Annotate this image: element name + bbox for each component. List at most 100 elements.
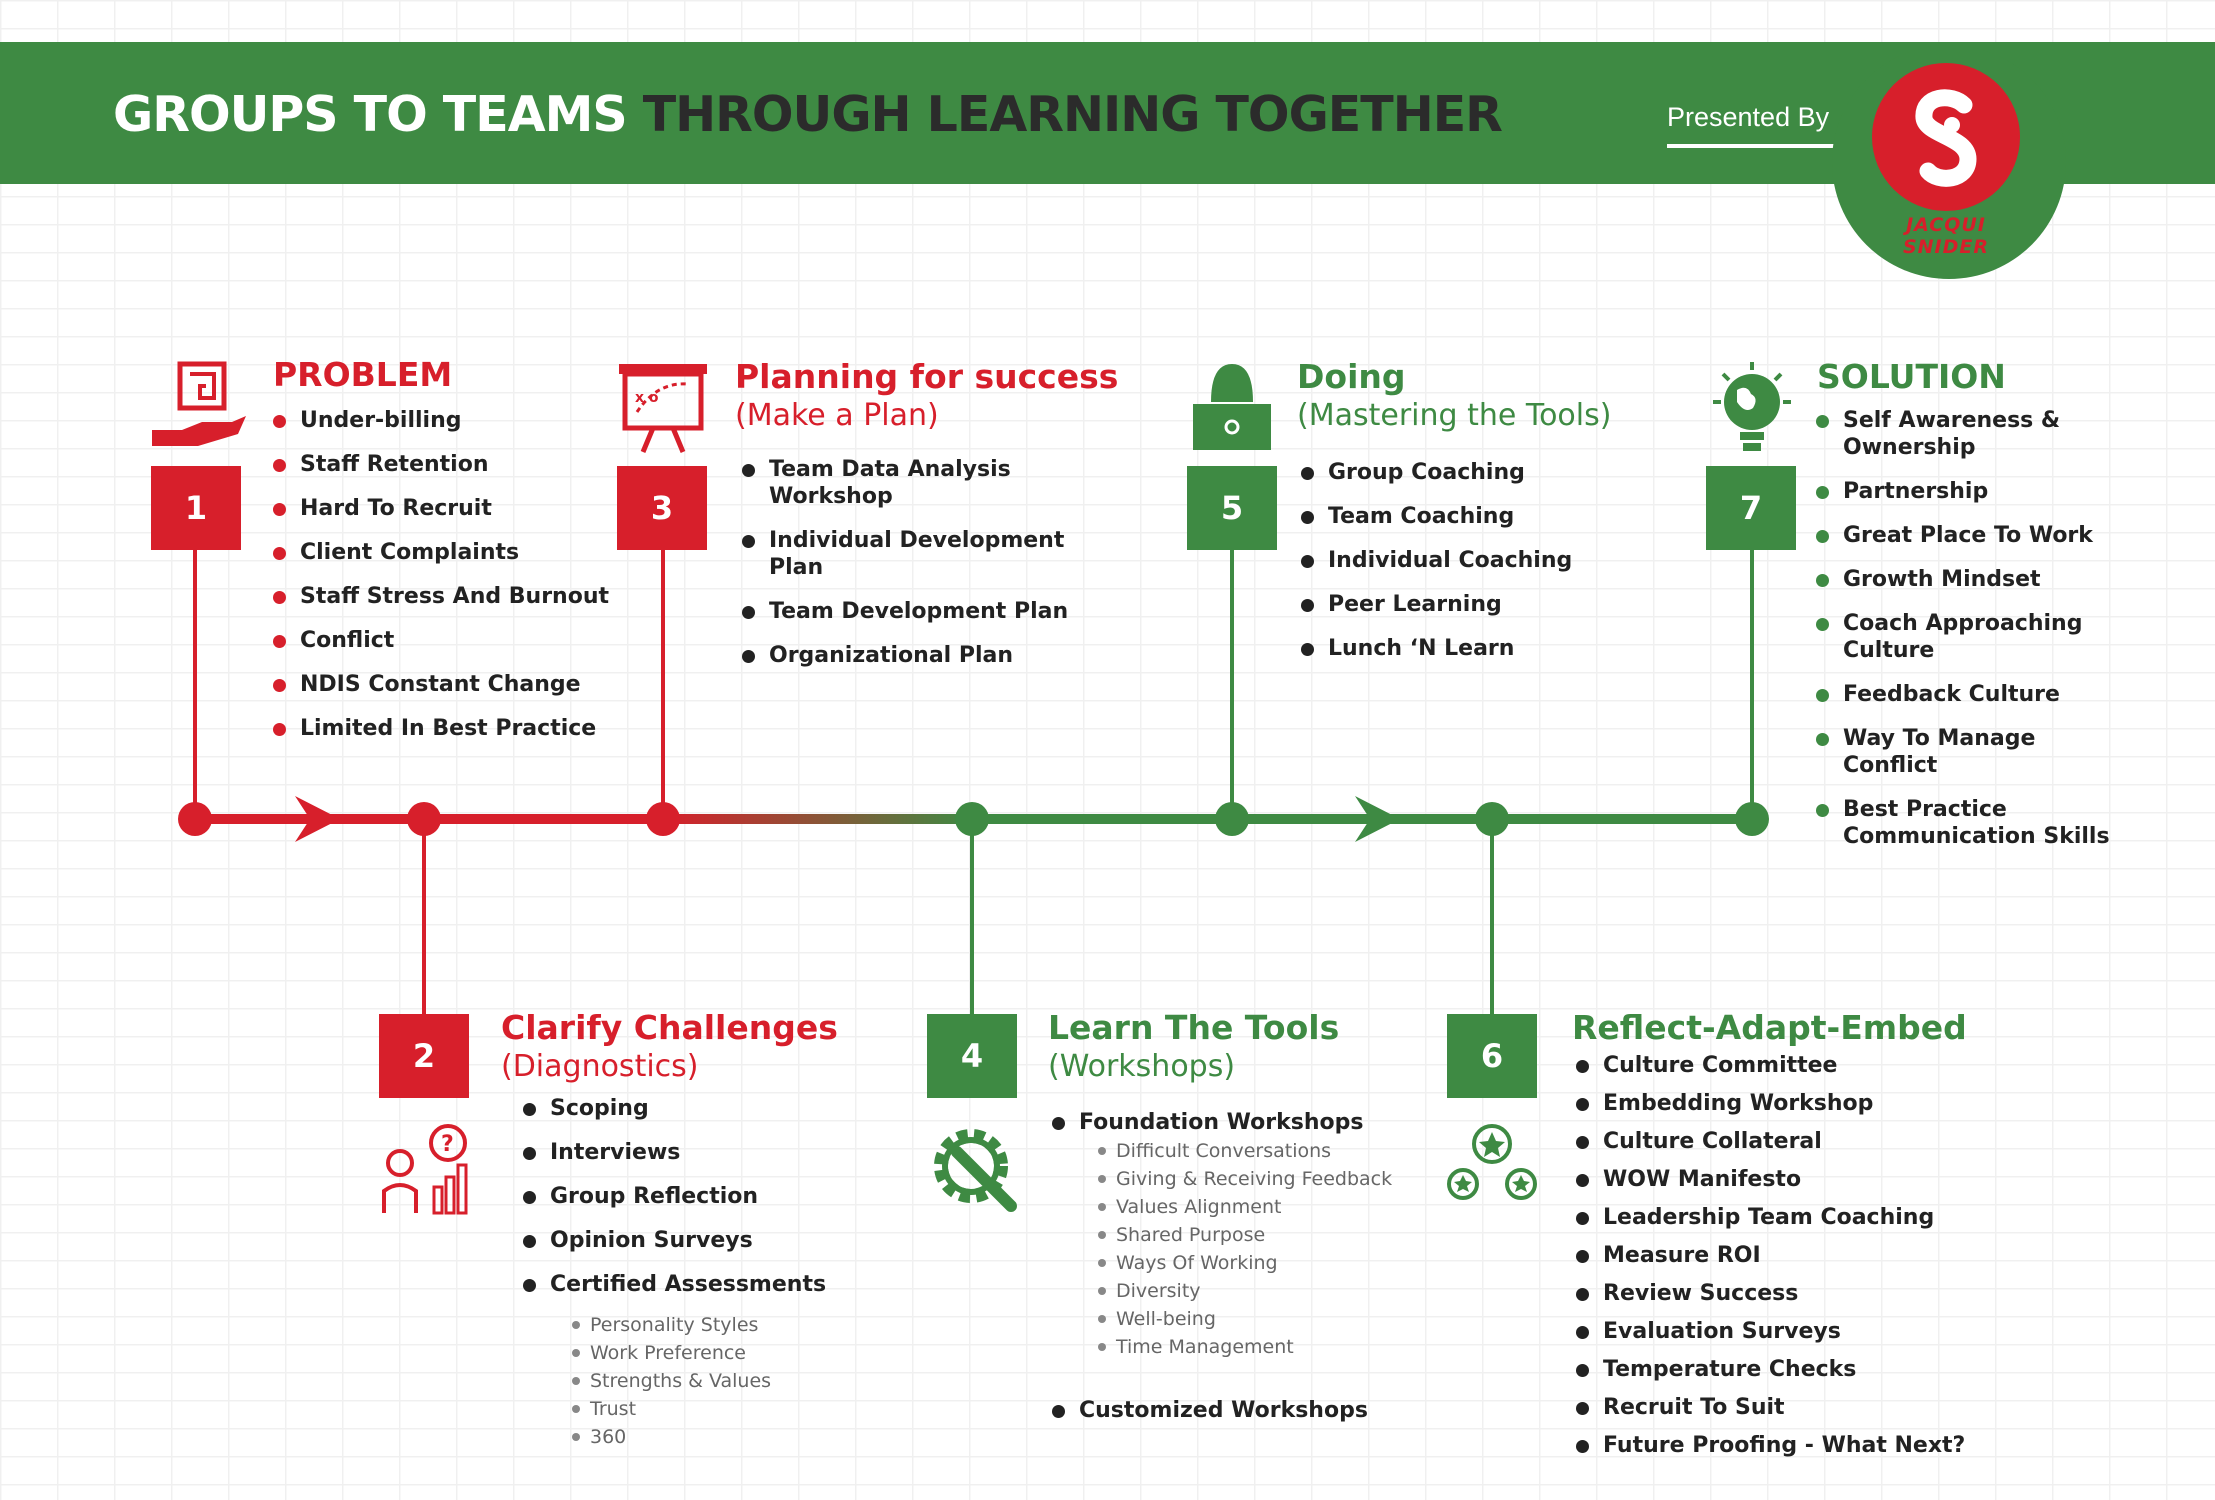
step-7-box: 7 <box>1706 466 1796 550</box>
list-item: Ways Of Working <box>1098 1249 1438 1277</box>
list-item: Staff Stress And Burnout <box>273 583 633 610</box>
step-5-box: 5 <box>1187 466 1277 550</box>
person-laptop-icon <box>1185 362 1279 454</box>
node-3 <box>646 802 680 836</box>
stem-2 <box>422 819 426 1014</box>
strategy-board-icon: x o <box>617 362 709 454</box>
list-item: Group Reflection <box>523 1183 903 1210</box>
list-item: Group Coaching <box>1301 459 1631 486</box>
timeline-green-segment <box>972 814 1752 824</box>
maze-hand-icon <box>150 360 250 452</box>
step-1-title: PROBLEM <box>273 355 453 394</box>
list-item: Trust <box>572 1395 872 1423</box>
node-5 <box>1215 802 1249 836</box>
step-6-title: Reflect-Adapt-Embed <box>1572 1008 1967 1047</box>
list-item: Scoping <box>523 1095 903 1122</box>
node-1 <box>178 802 212 836</box>
arrow-icon <box>295 796 340 842</box>
list-item: Measure ROI <box>1576 1242 1996 1269</box>
title-part-1: GROUPS TO TEAMS <box>113 86 628 143</box>
list-item: Interviews <box>523 1139 903 1166</box>
step-4-box: 4 <box>927 1014 1017 1098</box>
node-2 <box>407 802 441 836</box>
list-item: Customized Workshops <box>1052 1397 1432 1424</box>
list-item: Shared Purpose <box>1098 1221 1438 1249</box>
stem-7 <box>1750 548 1754 819</box>
step-4-subtitle: (Workshops) <box>1048 1049 1236 1084</box>
list-item: Individual Development Plan <box>742 527 1072 581</box>
logo-name: JACQUI SNIDER <box>1902 214 1990 258</box>
list-item: Leadership Team Coaching <box>1576 1204 1996 1231</box>
step-3-subtitle: (Make a Plan) <box>735 398 939 433</box>
list-item: Embedding Workshop <box>1576 1090 1996 1117</box>
gear-wrench-icon <box>927 1122 1021 1216</box>
step-7-title: SOLUTION <box>1817 357 2006 396</box>
list-item: 360 <box>572 1423 872 1451</box>
list-item: Values Alignment <box>1098 1193 1438 1221</box>
list-item: Organizational Plan <box>742 642 1072 669</box>
list-item: Self Awareness & Ownership <box>1816 407 2136 461</box>
list-item: Culture Committee <box>1576 1052 1996 1079</box>
list-item: WOW Manifesto <box>1576 1166 1996 1193</box>
list-item: Peer Learning <box>1301 591 1631 618</box>
step-3-title: Planning for success <box>735 357 1119 396</box>
step-2-title: Clarify Challenges <box>501 1008 838 1047</box>
lightbulb-globe-icon <box>1707 360 1797 456</box>
presented-by: Presented By <box>1667 102 1830 132</box>
stem-1 <box>193 548 197 819</box>
list-item: Staff Retention <box>273 451 633 478</box>
svg-text:x o: x o <box>635 390 659 406</box>
list-item: Conflict <box>273 627 633 654</box>
list-item: Well-being <box>1098 1305 1438 1333</box>
list-item: Partnership <box>1816 478 2136 505</box>
list-item: Hard To Recruit <box>273 495 633 522</box>
node-6 <box>1475 802 1509 836</box>
list-item: Team Coaching <box>1301 503 1631 530</box>
diagnostics-icon: ? <box>378 1123 472 1215</box>
list-item: NDIS Constant Change <box>273 671 633 698</box>
logo-icon <box>1872 63 2020 211</box>
arrow-icon <box>1355 796 1400 842</box>
list-item: Opinion Surveys <box>523 1227 903 1254</box>
stem-5 <box>1230 548 1234 819</box>
list-item: Temperature Checks <box>1576 1356 1996 1383</box>
node-7 <box>1735 802 1769 836</box>
step-5-subtitle: (Mastering the Tools) <box>1297 398 1612 433</box>
page-title: GROUPS TO TEAMS THROUGH LEARNING TOGETHE… <box>113 86 1503 143</box>
list-item: Personality Styles <box>572 1311 872 1339</box>
list-item: Under-billing <box>273 407 633 434</box>
list-item: Culture Collateral <box>1576 1128 1996 1155</box>
step-2-subtitle: (Diagnostics) <box>501 1049 699 1084</box>
list-item: Limited In Best Practice <box>273 715 633 742</box>
star-cycle-icon <box>1445 1122 1539 1204</box>
stem-3 <box>661 548 665 819</box>
step-6-box: 6 <box>1447 1014 1537 1098</box>
list-item: Best Practice Communication Skills <box>1816 796 2136 850</box>
list-item: Strengths & Values <box>572 1367 872 1395</box>
title-part-2: THROUGH LEARNING TOGETHER <box>642 86 1503 143</box>
step-3-box: 3 <box>617 466 707 550</box>
timeline-gradient-segment <box>663 814 972 824</box>
list-item: Giving & Receiving Feedback <box>1098 1165 1438 1193</box>
step-1-box: 1 <box>151 466 241 550</box>
step-4-title: Learn The Tools <box>1048 1008 1340 1047</box>
stem-6 <box>1490 819 1494 1014</box>
step-5-title: Doing <box>1297 357 1406 396</box>
presented-underline <box>1667 144 1839 148</box>
list-item: Certified Assessments <box>523 1271 903 1298</box>
node-4 <box>955 802 989 836</box>
bullet-list: Foundation Workshops <box>1052 1109 1432 1136</box>
list-item: Future Proofing - What Next? <box>1576 1432 1996 1459</box>
list-item: Client Complaints <box>273 539 633 566</box>
list-item: Team Development Plan <box>742 598 1072 625</box>
list-item: Work Preference <box>572 1339 872 1367</box>
list-item: Lunch ‘N Learn <box>1301 635 1631 662</box>
svg-text:?: ? <box>441 1132 454 1157</box>
